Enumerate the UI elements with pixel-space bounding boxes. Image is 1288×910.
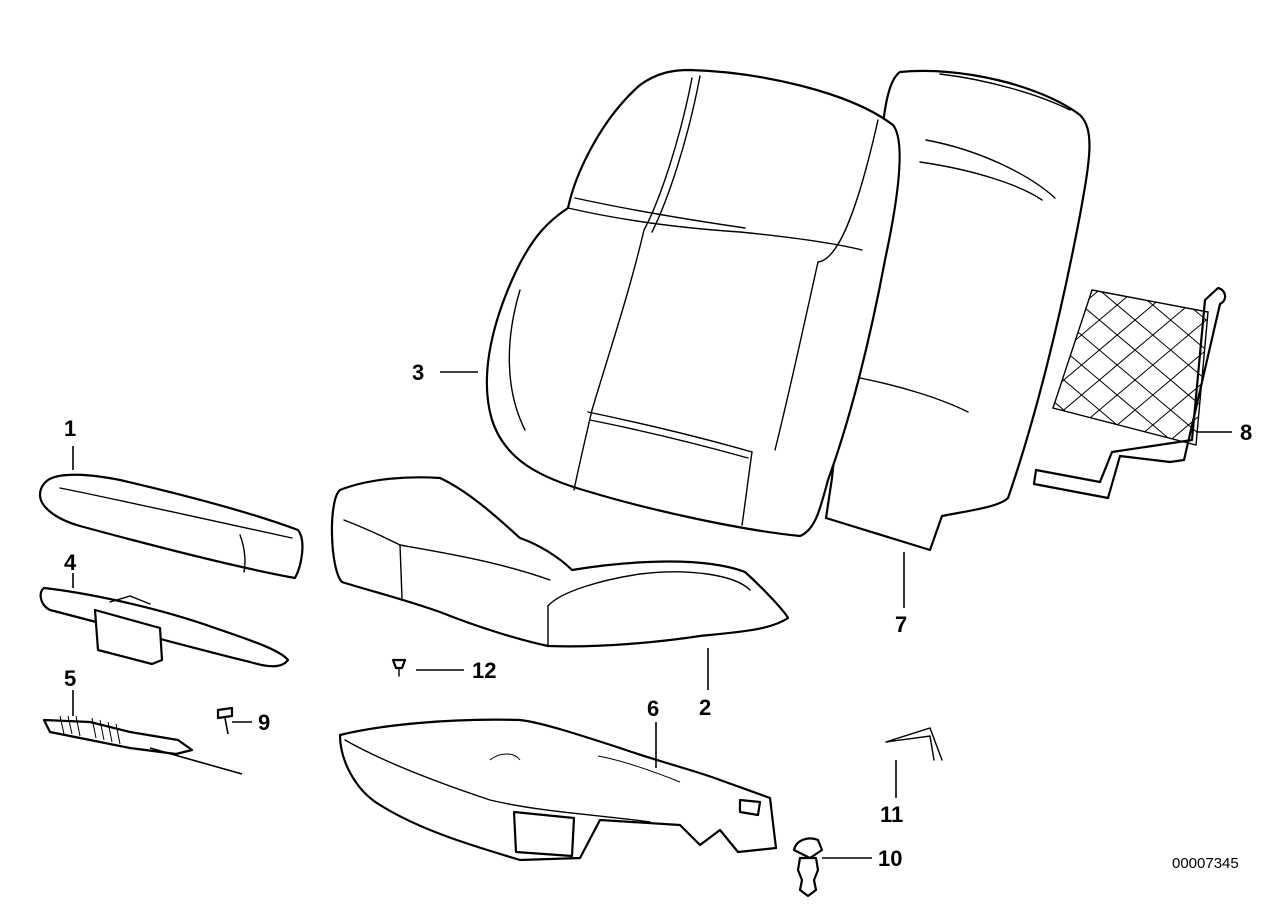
callout-2: 2 (699, 695, 711, 720)
callout-9: 9 (258, 710, 270, 735)
screw-9 (216, 706, 234, 735)
drawing-number: 00007345 (1172, 855, 1239, 872)
seat-base-pan (338, 718, 778, 862)
callout-3: 3 (412, 360, 424, 385)
callout-4: 4 (64, 550, 77, 575)
wire-clip (885, 727, 943, 761)
callout-12: 12 (472, 658, 496, 683)
leader-lines (72, 371, 1232, 859)
callout-11: 11 (880, 802, 903, 827)
callout-5: 5 (64, 666, 76, 691)
seat-cushion (330, 476, 790, 648)
callout-6: 6 (647, 696, 659, 721)
trim-cover (39, 586, 290, 668)
callout-7: 7 (895, 612, 907, 637)
screw-12 (391, 658, 407, 677)
push-rivet (792, 837, 824, 898)
callout-8: 8 (1240, 420, 1252, 445)
callout-10: 10 (878, 846, 902, 871)
callout-1: 1 (64, 416, 76, 441)
bolster-pad (38, 473, 304, 580)
backrest-cushion (485, 68, 901, 538)
spring-clip (42, 715, 243, 775)
